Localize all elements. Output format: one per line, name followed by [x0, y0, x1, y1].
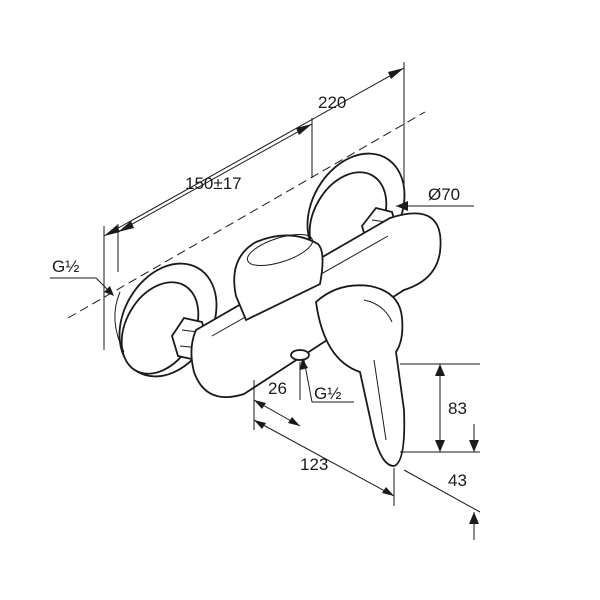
dim-rosette-diameter: Ø70 — [428, 185, 460, 204]
dim-123: 123 — [253, 419, 395, 497]
dim-inlet-thread: G½ — [50, 257, 114, 296]
dim-outlet-height: 43 — [448, 471, 467, 490]
top-dome — [233, 233, 324, 322]
dim-outlet-thread-label: G½ — [314, 384, 341, 403]
dim-outlet-offset: 26 — [268, 379, 287, 398]
dim-220: 220 — [103, 67, 405, 237]
dim-diameter: Ø70 — [396, 185, 474, 211]
dim-lever-height: 83 — [448, 399, 467, 418]
lever-handle — [315, 284, 406, 467]
dim-inlet-thread-label: G½ — [52, 257, 79, 276]
dim-83: 83 — [435, 364, 467, 452]
dim-center-distance: 150±17 — [185, 174, 242, 193]
dim-overall-width: 220 — [318, 93, 346, 112]
center-axis-line — [67, 111, 426, 319]
dim-outlet-thread: G½ — [300, 358, 354, 403]
dim-26: 26 — [253, 379, 301, 427]
bottom-outlet — [290, 349, 310, 361]
dim-150: 150±17 — [117, 123, 313, 233]
dim-43: 43 — [448, 424, 479, 540]
dim-lever-projection: 123 — [300, 455, 328, 474]
